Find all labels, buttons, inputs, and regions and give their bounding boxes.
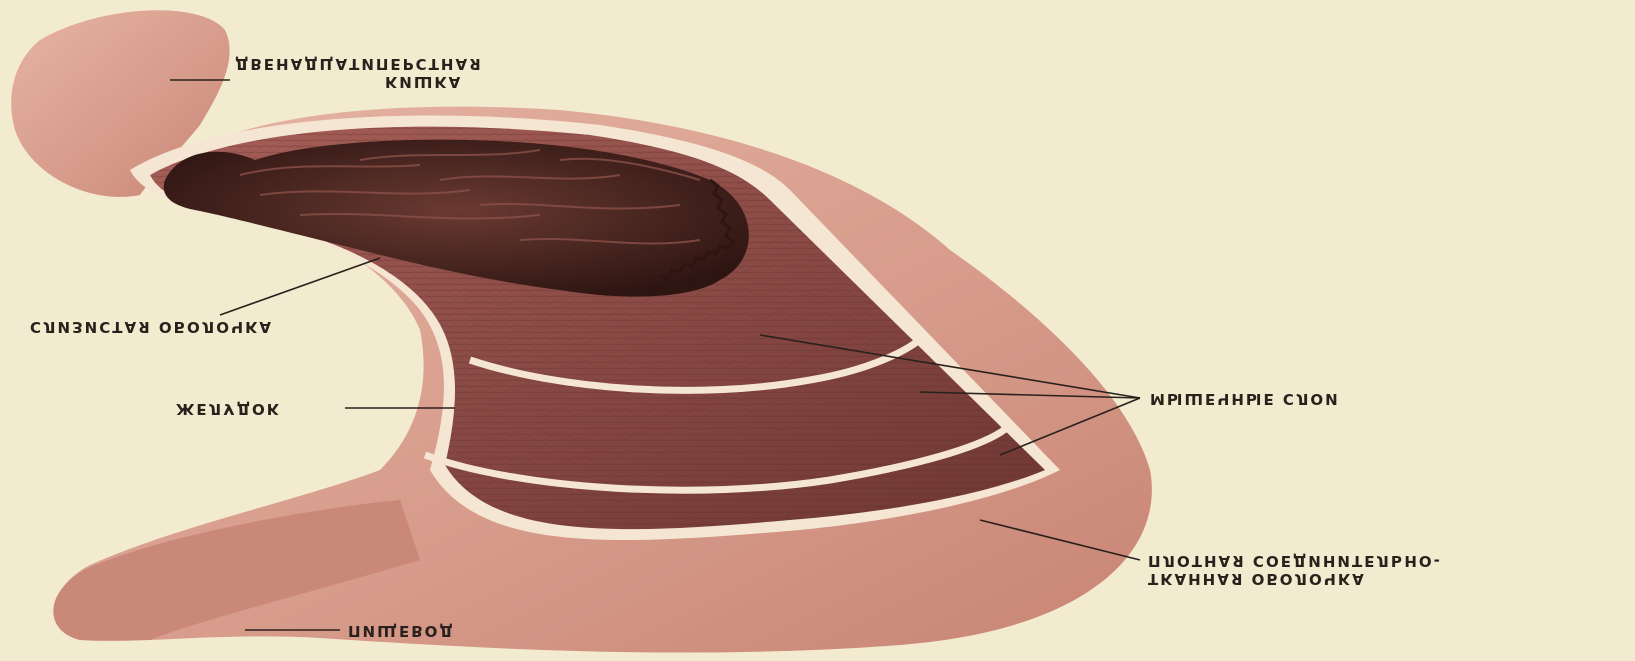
label-muscle-layers: МЫШЕЧНЫЕ СЛОИ: [1150, 390, 1340, 408]
label-duodenum: КИШКА ДВЕНАДЦАТИПЕРСТНАЯ: [235, 55, 483, 91]
label-duodenum-line2: ДВЕНАДЦАТИПЕРСТНАЯ: [235, 55, 483, 73]
leader-mucosa: [220, 258, 380, 315]
label-serosa-line1: ТКАННАЯ ОБОЛОЧКА: [1148, 570, 1442, 588]
label-mucosa: СЛИЗИСТАЯ ОБОЛОЧКА: [30, 318, 273, 336]
label-serosa-line2: ПЛОТНАЯ СОЕДИНИТЕЛЬНО-: [1148, 552, 1442, 570]
label-stomach: ЖЕЛУДОК: [176, 400, 281, 418]
label-serosa: ТКАННАЯ ОБОЛОЧКА ПЛОТНАЯ СОЕДИНИТЕЛЬНО-: [1148, 552, 1442, 588]
label-esophagus: ПИЩЕВОД: [348, 622, 455, 640]
label-duodenum-line1: КИШКА: [235, 73, 483, 91]
